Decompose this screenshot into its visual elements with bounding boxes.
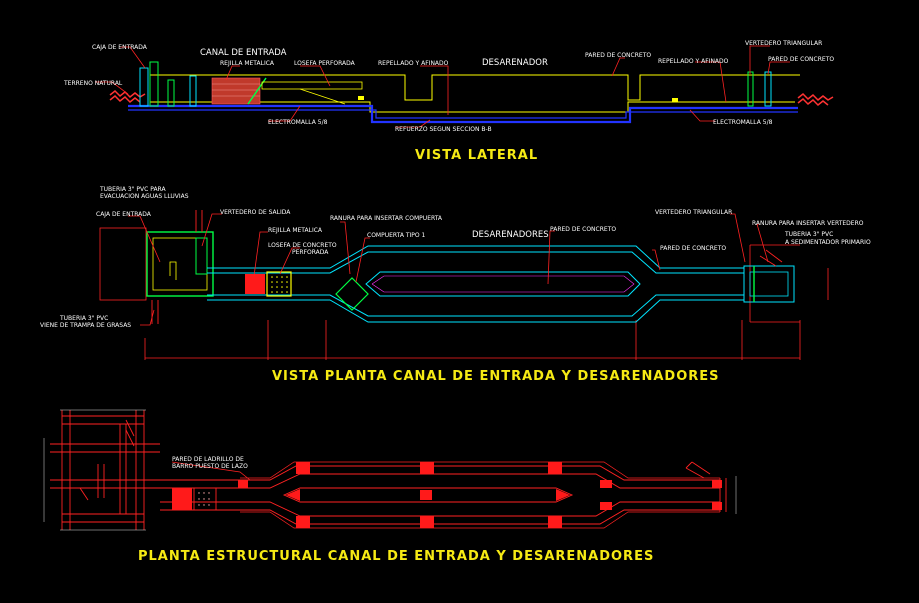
lbl-refuerzo: REFUERZO SEGUN SECCION B-B <box>395 126 492 133</box>
plan-vertedero-salida <box>195 237 208 275</box>
lbl-caja-entrada: CAJA DE ENTRADA <box>92 44 148 51</box>
lbl-tuberia-sed-1: TUBERIA 3" PVC <box>784 231 833 238</box>
vertedero-lat <box>189 75 197 107</box>
terrain-left <box>109 89 146 99</box>
lbl-losefa-lat: LOSEFA PERFORADA <box>294 60 356 67</box>
struct-channel-outer-b <box>240 511 720 529</box>
lbl-plan-rejilla: REJILLA METALICA <box>268 227 323 234</box>
lateral-top-outline <box>149 62 800 101</box>
lbl-plan-desarenadores: DESARENADORES <box>472 230 549 240</box>
caja-wall-1 <box>139 67 149 107</box>
lbl-plan-pared-1: PARED DE CONCRETO <box>550 226 616 233</box>
struct-channel-outer <box>240 461 720 479</box>
struct-rebar-ticks <box>79 419 135 501</box>
plan-losefa-dots <box>271 276 288 293</box>
plan-channel-outer-top <box>207 245 744 269</box>
lateral-floor-line <box>150 101 795 113</box>
struct-leader <box>171 461 251 481</box>
vertedero-tri-lat <box>747 71 754 107</box>
losefa-diag <box>299 88 346 105</box>
lbl-tuberia-pvc-1: TUBERIA 3" PVC PARA <box>99 186 166 193</box>
lbl-vertedero-salida: VERTEDERO DE SALIDA <box>220 209 291 216</box>
terrain-left-2 <box>109 94 141 104</box>
terrain-right <box>797 92 834 102</box>
struct-column-blocks <box>172 462 722 528</box>
lbl-canal-entrada: CANAL DE ENTRADA <box>200 48 287 58</box>
lbl-plan-ranura-vert: RANURA PARA INSERTAR VERTEDERO <box>752 220 864 227</box>
struct-white-dims <box>43 409 146 531</box>
lbl-plan-compuerta: COMPUERTA TIPO 1 <box>367 232 426 239</box>
lbl-tuberia-trampa-2: VIENE DE TRAMPA DE GRASAS <box>40 322 131 329</box>
plan-caja-outer <box>146 231 214 297</box>
plan-view: TUBERIA 3" PVC PARA EVACUACION AGUAS LLU… <box>40 186 871 384</box>
plan-channel-inner-top <box>207 251 744 274</box>
struct-island-tip-right <box>556 489 570 501</box>
inlet-pipe <box>167 79 175 107</box>
lbl-plan-losefa-1: LOSEFA DE CONCRETO <box>268 242 337 249</box>
brick-pattern <box>212 83 260 97</box>
lbl-pared-ladrillo-2: BARRO PUESTO DE LAZO <box>172 463 248 470</box>
structural-view: PARED DE LADRILLO DE BARRO PUESTO DE LAZ… <box>43 409 737 564</box>
lateral-steel-line-2 <box>128 109 798 119</box>
plan-leaders <box>128 213 769 326</box>
lbl-tuberia-sed-2: A SEDIMENTADOR PRIMARIO <box>785 239 871 246</box>
plan-center-mag <box>371 275 635 293</box>
lbl-tuberia-trampa-1: TUBERIA 3" PVC <box>59 315 108 322</box>
lbl-plan-ranura: RANURA PARA INSERTAR COMPUERTA <box>330 215 443 222</box>
struct-right-end <box>685 461 727 512</box>
lbl-terreno: TERRENO NATURAL <box>63 80 123 87</box>
lbl-desarenador-lat: DESARENADOR <box>482 58 548 68</box>
plan-center-island <box>365 271 641 297</box>
plan-channel-inner-bot <box>207 294 744 317</box>
lbl-pared-1-lat: PARED DE CONCRETO <box>585 52 651 59</box>
lbl-pared-2-lat: PARED DE CONCRETO <box>768 56 834 63</box>
lbl-repellado-2: REPELLADO Y AFINADO <box>658 58 729 65</box>
lbl-tuberia-pvc-2: EVACUACION AGUAS LLUVIAS <box>100 193 189 200</box>
brick-wall <box>211 77 261 105</box>
plan-caja-baffle <box>169 261 177 280</box>
struct-channel-top <box>160 465 720 481</box>
lbl-repellado-1: REPELLADO Y AFINADO <box>378 60 449 67</box>
lateral-leaders <box>95 45 790 128</box>
lateral-view: CAJA DE ENTRADA CANAL DE ENTRADA REJILLA… <box>63 40 834 163</box>
caja-wall-2 <box>149 61 159 107</box>
losefa-perforada <box>261 81 363 90</box>
plan-compuerta <box>335 277 369 311</box>
lbl-plan-pared-2: PARED DE CONCRETO <box>660 245 726 252</box>
struct-island <box>282 487 574 503</box>
title-plan: VISTA PLANTA CANAL DE ENTRADA Y DESARENA… <box>272 369 720 384</box>
lbl-plan-caja: CAJA DE ENTRADA <box>96 211 152 218</box>
title-lateral: VISTA LATERAL <box>415 148 538 163</box>
lbl-vertedero-lat: VERTEDERO TRIANGULAR <box>745 40 822 47</box>
plan-outlet-box <box>743 265 795 303</box>
struct-channel-bot-2 <box>160 501 720 517</box>
lbl-electromalla-2: ELECTROMALLA 5/8 <box>713 119 773 126</box>
small-block-1 <box>358 96 364 100</box>
title-structural: PLANTA ESTRUCTURAL CANAL DE ENTRADA Y DE… <box>138 549 654 564</box>
plan-rejilla <box>245 274 265 294</box>
struct-channel-bot <box>160 509 720 525</box>
lbl-plan-vertedero-tri: VERTEDERO TRIANGULAR <box>655 209 732 216</box>
lateral-steel-line <box>128 104 798 124</box>
lbl-plan-losefa-2: PERFORADA <box>292 249 329 256</box>
plan-channel-outer-bot <box>207 299 744 323</box>
struct-channel-top-2 <box>160 473 720 489</box>
struct-island-tip-left <box>286 489 300 501</box>
lbl-electromalla-1: ELECTROMALLA 5/8 <box>268 119 328 126</box>
plan-outlet-inner <box>749 271 789 297</box>
struct-losefa <box>193 487 217 511</box>
plan-losefa <box>266 271 292 297</box>
terrain-right-2 <box>797 97 829 107</box>
lbl-rejilla-lat: REJILLA METALICA <box>220 60 275 67</box>
lbl-pared-ladrillo-1: PARED DE LADRILLO DE <box>172 456 244 463</box>
small-block-2 <box>672 98 678 102</box>
plan-pipe-inlet <box>151 210 203 324</box>
struct-losefa-dots <box>198 492 210 506</box>
